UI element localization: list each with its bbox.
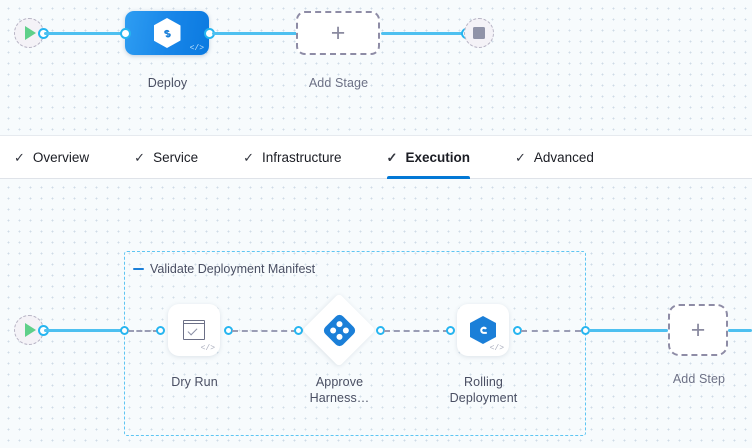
dryrun-input-port[interactable]: [156, 326, 165, 335]
tab-execution[interactable]: ✓ Execution: [386, 135, 471, 179]
add-step-button[interactable]: +: [668, 304, 728, 356]
play-icon: [25, 26, 36, 40]
tab-service[interactable]: ✓ Service: [134, 135, 198, 179]
connector-addstage-to-end: [381, 32, 471, 35]
pipeline-end-node[interactable]: [464, 18, 494, 48]
approve-icon-wrap: [313, 304, 365, 356]
stage-label-deploy: Deploy: [147, 76, 188, 90]
step-node-rolling-deployment[interactable]: </>: [457, 304, 509, 356]
stage-tabbar: ✓ Overview ✓ Service ✓ Infrastructure ✓ …: [0, 135, 752, 179]
execution-canvas[interactable]: Validate Deployment Manifest </> Dry Run…: [0, 179, 752, 448]
tab-label: Infrastructure: [262, 149, 342, 165]
stage-canvas[interactable]: </> Deploy + Add Stage: [0, 0, 752, 135]
step-label-approve-harness-line2: Harness…: [309, 391, 370, 405]
connector-start-to-deploy: [44, 32, 126, 35]
rolling-input-port[interactable]: [446, 326, 455, 335]
connector-rolling-to-group-out: [521, 330, 581, 332]
harness-approval-icon: [321, 312, 357, 348]
add-stage-button[interactable]: +: [296, 11, 380, 55]
tab-label: Advanced: [533, 149, 594, 165]
tab-overview[interactable]: ✓ Overview: [14, 135, 89, 179]
step-group-header[interactable]: Validate Deployment Manifest: [133, 262, 315, 276]
check-icon: ✓: [14, 149, 25, 165]
connector-start-to-group: [44, 329, 126, 332]
stop-icon: [473, 27, 485, 39]
add-stage-label: Add Stage: [308, 76, 369, 90]
harness-hexagon-icon: [153, 18, 181, 48]
step-label-rolling-deployment-line2: Deployment: [449, 391, 518, 405]
step-code-marker: </>: [489, 344, 504, 353]
check-icon: ✓: [243, 149, 254, 165]
connector-dryrun-to-approve: [232, 330, 297, 332]
stage-code-marker: </>: [189, 44, 204, 53]
step-code-marker: </>: [200, 344, 215, 353]
add-step-label: Add Step: [672, 372, 726, 386]
minus-icon[interactable]: [133, 267, 144, 271]
approve-input-port[interactable]: [294, 326, 303, 335]
plus-icon: +: [330, 18, 346, 47]
tab-infrastructure[interactable]: ✓ Infrastructure: [243, 135, 341, 179]
connector-group-to-dryrun: [128, 330, 159, 332]
step-label-dry-run: Dry Run: [171, 375, 218, 389]
play-icon: [25, 323, 36, 337]
tab-advanced[interactable]: ✓ Advanced: [515, 135, 594, 179]
rolling-deployment-icon: [470, 316, 496, 344]
tab-label: Overview: [32, 149, 90, 165]
stage-node-deploy[interactable]: </>: [125, 11, 209, 55]
connector-addstep-to-edge: [728, 329, 752, 332]
connector-deploy-to-addstage: [212, 32, 298, 35]
step-label-approve-harness-line1: Approve: [315, 375, 364, 389]
step-label-rolling-deployment-line1: Rolling: [464, 375, 503, 389]
connector-approve-to-rolling: [384, 330, 449, 332]
connector-group-to-addstep: [588, 329, 668, 332]
tab-label: Execution: [405, 149, 470, 165]
tab-label: Service: [153, 149, 199, 165]
check-icon: ✓: [514, 149, 526, 165]
step-node-dry-run[interactable]: </>: [168, 304, 220, 356]
step-group-title: Validate Deployment Manifest: [150, 262, 316, 276]
deploy-input-port[interactable]: [120, 28, 131, 39]
shell-script-check-icon: [183, 320, 205, 340]
plus-icon: +: [690, 315, 706, 344]
check-icon: ✓: [134, 149, 146, 165]
check-icon: ✓: [386, 149, 398, 165]
